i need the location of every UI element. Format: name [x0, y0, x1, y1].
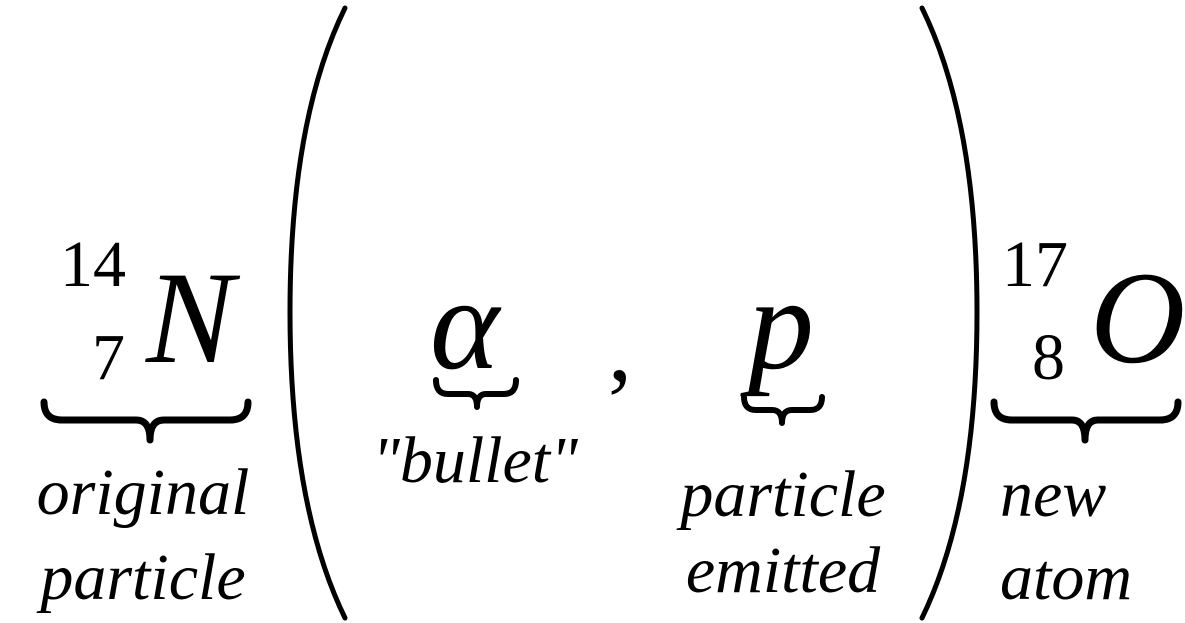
target-symbol: N [146, 244, 235, 391]
target-underbrace [40, 398, 252, 444]
reaction-separator: , [608, 294, 632, 401]
product-mass-number: 17 [1002, 228, 1068, 301]
ejectile-label-line2: emitted [685, 534, 881, 607]
product-underbrace [990, 398, 1182, 444]
product-label-line1: new [1000, 458, 1107, 531]
target-label-line2: particle [40, 541, 246, 614]
ejectile-label-line1: particle [680, 458, 886, 531]
projectile-underbrace [433, 377, 519, 410]
projectile-label: "bullet" [372, 424, 578, 497]
product-label-line2: atom [1000, 541, 1132, 614]
ejectile-underbrace [741, 394, 825, 426]
target-atomic-number: 7 [92, 321, 125, 394]
ejectile-symbol: p [748, 250, 814, 397]
target-label-line1: original [36, 456, 250, 529]
projectile-symbol: α [430, 250, 500, 397]
product-atomic-number: 8 [1032, 321, 1065, 394]
left-parenthesis [287, 5, 348, 621]
product-symbol: O [1090, 244, 1185, 391]
right-parenthesis [919, 5, 980, 621]
target-mass-number: 14 [60, 228, 126, 301]
